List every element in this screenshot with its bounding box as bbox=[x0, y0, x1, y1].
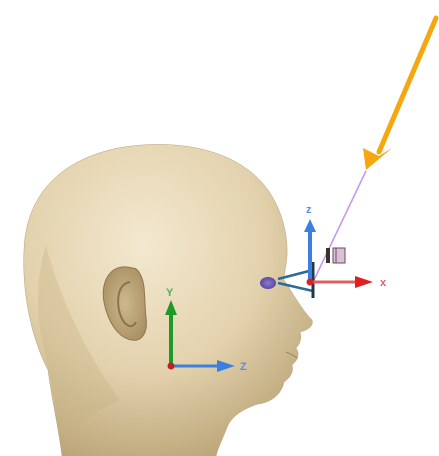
camera-x-arrowhead bbox=[355, 276, 373, 288]
sight-line-icon bbox=[314, 171, 366, 280]
camera-origin bbox=[307, 279, 314, 286]
eye bbox=[260, 277, 276, 289]
camera-x-label: x bbox=[380, 277, 387, 289]
head-model[interactable] bbox=[24, 144, 313, 456]
callout-arrow-icon bbox=[363, 18, 436, 170]
head-y-label: Y bbox=[166, 287, 174, 299]
head-origin bbox=[168, 363, 175, 370]
head-z-label: Z bbox=[240, 361, 247, 373]
camera-z-label: z bbox=[306, 204, 312, 216]
camera-z-arrowhead bbox=[304, 219, 316, 232]
camera-icon[interactable] bbox=[326, 248, 345, 263]
